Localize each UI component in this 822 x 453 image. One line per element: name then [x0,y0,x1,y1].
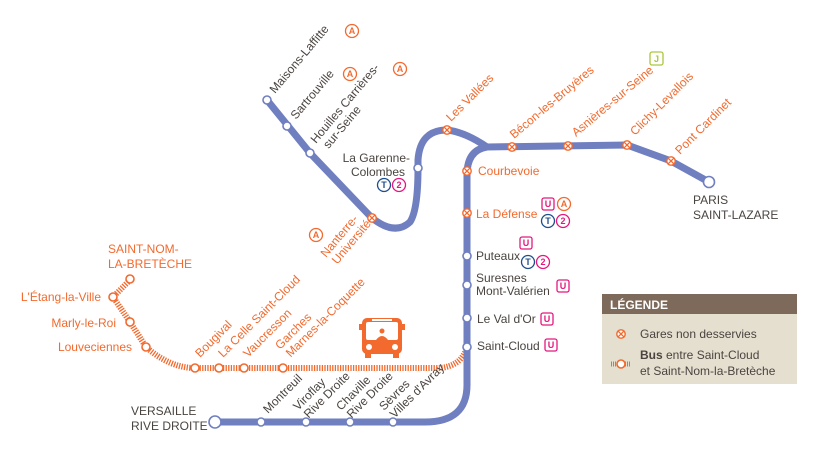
bus-stop-garches[interactable] [278,363,288,373]
line-j-badge: J [649,51,664,66]
stop-viroflay[interactable] [301,417,311,427]
svg-text:T: T [545,216,551,226]
stop-nanterre-not-served-icon[interactable] [367,213,377,223]
stop-suresnes[interactable] [462,280,472,290]
stop-sartrouville[interactable] [282,121,292,131]
rer-a-badge: A [556,196,572,212]
train-line [263,96,713,232]
rer-a-badge: A [344,23,360,39]
svg-text:A: A [347,69,354,79]
label-stnom-2: LA-BRETÈCHE [108,256,192,271]
line-u-badge: U [540,312,554,326]
bus-stop-icon [616,359,626,369]
stop-vallees-not-served-icon[interactable] [442,125,452,135]
label-marly: Marly-le-Roi [51,316,116,330]
label-suresnes-1: Suresnes [476,271,527,285]
line-u-badge: U [541,197,555,211]
legend-title: LÉGENDE [610,297,668,312]
stop-chaville[interactable] [345,417,355,427]
train-line-south [215,143,488,426]
bus-stop-vaucresson[interactable] [239,363,249,373]
label-etang: L'Étang-la-Ville [21,289,101,304]
svg-text:U: U [560,281,567,291]
label-versailles-2: RIVE DROITE [131,419,208,433]
svg-text:A: A [561,199,568,209]
legend-item-bus: Bus entre Saint-Cloud [640,348,759,362]
label-puteaux: Puteaux [476,249,520,263]
svg-text:A: A [313,230,320,240]
stop-paris[interactable] [702,175,716,189]
bus-stop-marly[interactable] [125,317,135,327]
line-u-badge: U [519,236,533,250]
stop-stcloud[interactable] [462,342,472,352]
label-paris-2: SAINT-LAZARE [693,208,778,222]
svg-text:U: U [545,199,552,209]
bus-icon [359,318,405,358]
stop-montreuil[interactable] [256,417,266,427]
label-versailles-1: VERSAILLE [131,404,196,418]
stop-maisons[interactable] [262,95,272,105]
label-louveciennes: Louveciennes [58,340,132,354]
not-served-icon [616,329,626,339]
stop-puteaux[interactable] [462,251,472,261]
stop-houilles[interactable] [305,148,315,158]
legend-item-not-served: Gares non desservies [640,327,757,341]
stop-courbevoie-not-served-icon[interactable] [462,166,472,176]
svg-text:U: U [544,314,551,324]
label-paris-1: PARIS [693,193,728,207]
line-u-badge: U [544,338,558,352]
label-courbevoie: Courbevoie [478,164,540,178]
svg-text:T: T [381,180,387,190]
label-valdor: Le Val d'Or [477,312,536,326]
label-stcloud: Saint-Cloud [477,339,540,353]
stop-versailles[interactable] [208,415,222,429]
svg-text:U: U [523,238,530,248]
bus-stop-celle[interactable] [214,363,224,373]
svg-text:2: 2 [396,180,401,190]
legend: LÉGENDE Gares non desservies Bus entre S… [602,294,797,384]
svg-text:A: A [397,64,404,74]
label-stnom-1: SAINT-NOM- [108,242,179,256]
label-suresnes-2: Mont-Valérien [476,284,550,298]
stop-becon-not-served-icon[interactable] [507,142,517,152]
svg-text:T: T [525,257,531,267]
label-nanterre: Nanterre- Université [318,208,374,268]
bus-stop-etang[interactable] [108,292,118,302]
svg-text:A: A [349,26,356,36]
rer-a-badge: A [392,61,408,77]
stop-asnieres-not-served-icon[interactable] [563,141,573,151]
label-defense: La Défense [476,207,538,221]
rer-a-badge: A [308,227,324,243]
stop-garenne[interactable] [413,163,423,173]
line-u-badge: U [556,279,570,293]
label-cardinet: Pont Cardinet [672,95,734,157]
bus-stop-louveciennes[interactable] [141,342,151,352]
stop-defense-not-served-icon[interactable] [462,208,472,218]
svg-text:2: 2 [560,216,565,226]
svg-text:2: 2 [540,257,545,267]
label-garenne-1: La Garenne- [343,151,410,165]
bus-stop-bougival[interactable] [190,363,200,373]
stop-clichy-not-served-icon[interactable] [622,140,632,150]
legend-item-bus-line2: et Saint-Nom-la-Bretèche [640,364,776,378]
label-vallees: Les Vallées [443,71,496,124]
label-garenne-2: Colombes [351,165,405,179]
bus-stop-stnom[interactable] [125,274,135,284]
svg-text:U: U [548,340,555,350]
stop-valdor[interactable] [462,313,472,323]
rer-a-badge: A [342,66,358,82]
stop-cardinet-not-served-icon[interactable] [666,156,676,166]
stop-sevres[interactable] [388,417,398,427]
svg-text:J: J [654,54,659,64]
